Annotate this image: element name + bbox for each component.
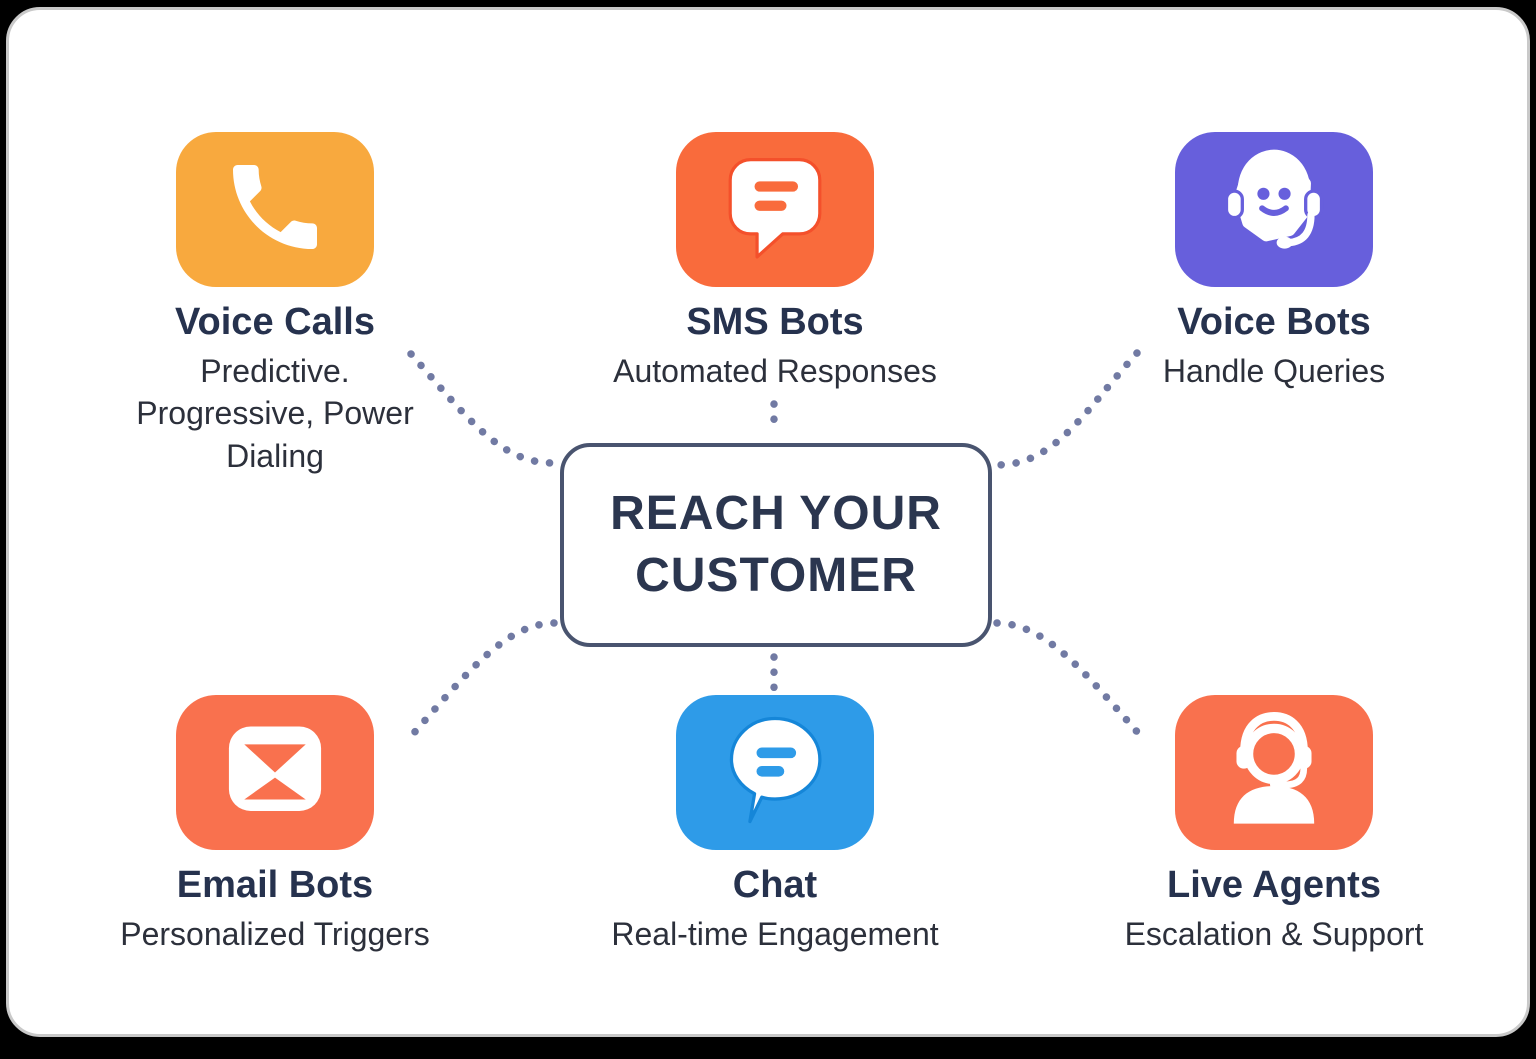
email-envelope-icon: [211, 706, 339, 839]
sms-bubble-icon: [711, 143, 839, 276]
live-agents-title: Live Agents: [1167, 864, 1381, 906]
chat-description: Real-time Engagement: [611, 915, 939, 952]
bot-headset-icon: [1208, 141, 1340, 278]
node-chat: Chat Real-time Engagement: [585, 695, 965, 955]
voice-calls-tile: [176, 132, 374, 287]
node-voice-calls: Voice Calls Predictive. Progressive, Pow…: [85, 132, 465, 477]
node-voice-bots: Voice Bots Handle Queries: [1084, 132, 1464, 392]
email-bots-title: Email Bots: [176, 864, 374, 906]
voice-calls-title: Voice Calls: [175, 301, 375, 343]
live-agents-description: Escalation & Support: [1124, 915, 1424, 952]
phone-icon: [219, 151, 331, 268]
chat-tile: [676, 695, 874, 850]
email-bots-tile: [176, 695, 374, 850]
center-hub-title: REACH YOUR CUSTOMER: [610, 487, 942, 602]
voice-bots-title: Voice Bots: [1177, 301, 1371, 343]
chat-title: Chat: [732, 864, 818, 906]
sms-bots-title: SMS Bots: [686, 301, 864, 343]
chat-bubble-icon: [709, 704, 841, 841]
node-live-agents: Live Agents Escalation & Support: [1084, 695, 1464, 955]
voice-bots-description: Handle Queries: [1162, 352, 1386, 389]
live-agents-tile: [1175, 695, 1373, 850]
diagram-card: REACH YOUR CUSTOMER Voice Calls Predicti…: [6, 7, 1530, 1037]
node-sms-bots: SMS Bots Automated Responses: [585, 132, 965, 392]
voice-calls-description: Predictive. Progressive, Power Dialing: [136, 352, 414, 474]
voice-bots-tile: [1175, 132, 1373, 287]
center-hub-box: REACH YOUR CUSTOMER: [560, 443, 992, 647]
sms-bots-description: Automated Responses: [613, 352, 937, 389]
email-bots-description: Personalized Triggers: [120, 915, 430, 952]
node-email-bots: Email Bots Personalized Triggers: [85, 695, 465, 955]
sms-bots-tile: [676, 132, 874, 287]
agent-headset-icon: [1207, 703, 1341, 842]
